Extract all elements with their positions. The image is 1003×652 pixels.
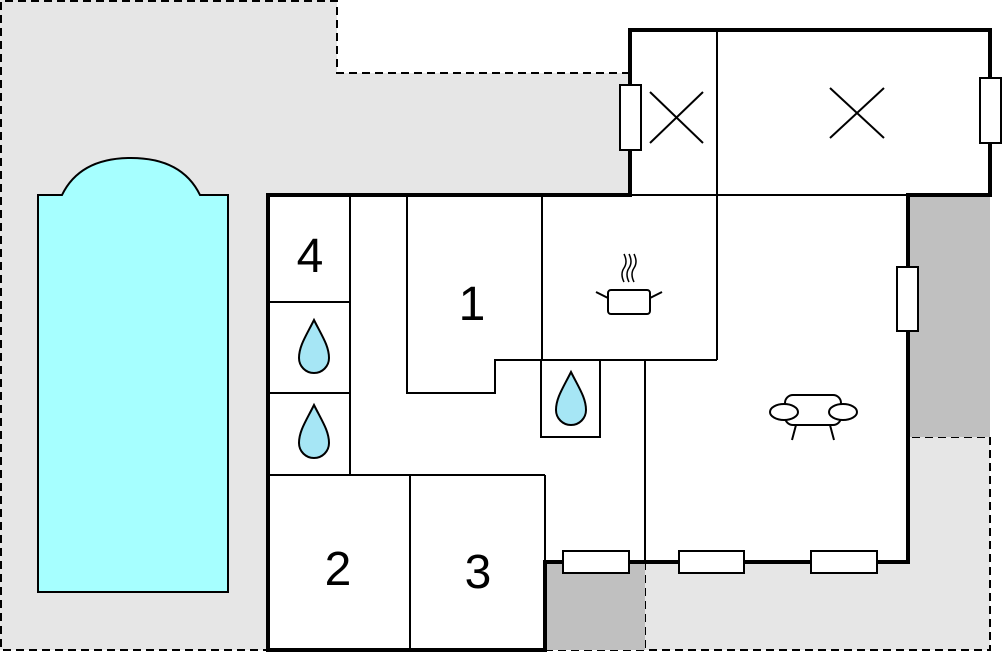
terrace-outline-right [545,436,991,651]
water-drop-icon [297,317,331,374]
window-icon [562,550,630,574]
covered-area [908,195,990,437]
window-icon [619,84,642,151]
cross-icon [649,91,704,144]
covered-area [545,562,645,650]
terrace-outline [0,0,630,651]
house [268,30,990,650]
water-drop-icon [554,369,588,426]
room-label-4: 4 [297,230,324,283]
room-label-1: 1 [459,278,486,331]
window-icon [810,550,878,574]
room-label-2: 2 [325,543,352,596]
terrace-area-right [645,437,990,650]
swimming-pool [37,156,229,593]
window-icon [979,77,1002,144]
interior-walls [268,30,908,650]
cooking-pot-icon [595,253,663,315]
water-drop-icon [297,402,331,459]
cross-icon [829,87,885,139]
room-label-3: 3 [465,546,492,599]
window-icon [896,266,919,332]
sofa-icon [769,394,858,441]
window-icon [678,550,745,574]
